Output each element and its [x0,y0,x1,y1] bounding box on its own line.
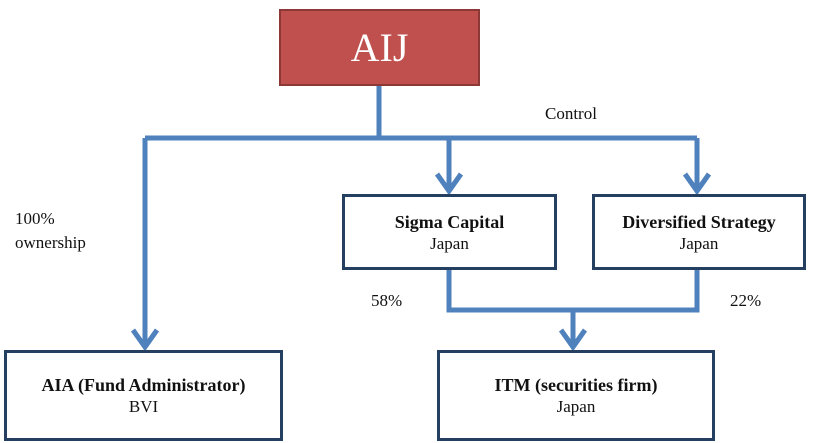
diversified-strategy-title: Diversified Strategy [622,211,776,232]
itm-title: ITM (securities firm) [494,375,658,395]
aia-location: BVI [128,397,159,416]
diversified-strategy-location: Japan [679,233,719,253]
aia-title: AIA (Fund Administrator) [41,375,246,395]
sigma-capital-node: Sigma Capital Japan [342,194,557,270]
sigma-capital-title: Sigma Capital [394,211,505,232]
aij-title: AIJ [350,25,409,70]
control-label: Control [545,104,597,123]
aia-node: AIA (Fund Administrator) BVI [4,350,283,441]
aij-node: AIJ [279,9,480,86]
diversified-share-label: 22% [730,291,762,310]
sigma-capital-location: Japan [430,233,469,253]
arrowhead-sigma [434,172,464,196]
arrowhead-itm [558,328,588,352]
diversified-strategy-node: Diversified Strategy Japan [592,194,806,270]
itm-node: ITM (securities firm) Japan [437,350,715,441]
itm-location: Japan [556,397,596,416]
ownership-percent: 100% [15,209,55,228]
ownership-label: 100% ownership [15,207,86,255]
arrowhead-aia [130,328,160,352]
ownership-text: ownership [15,233,86,252]
sigma-share-label: 58% [371,291,403,310]
itm-ownership-connector [446,270,700,313]
arrowhead-diversified [682,172,712,196]
